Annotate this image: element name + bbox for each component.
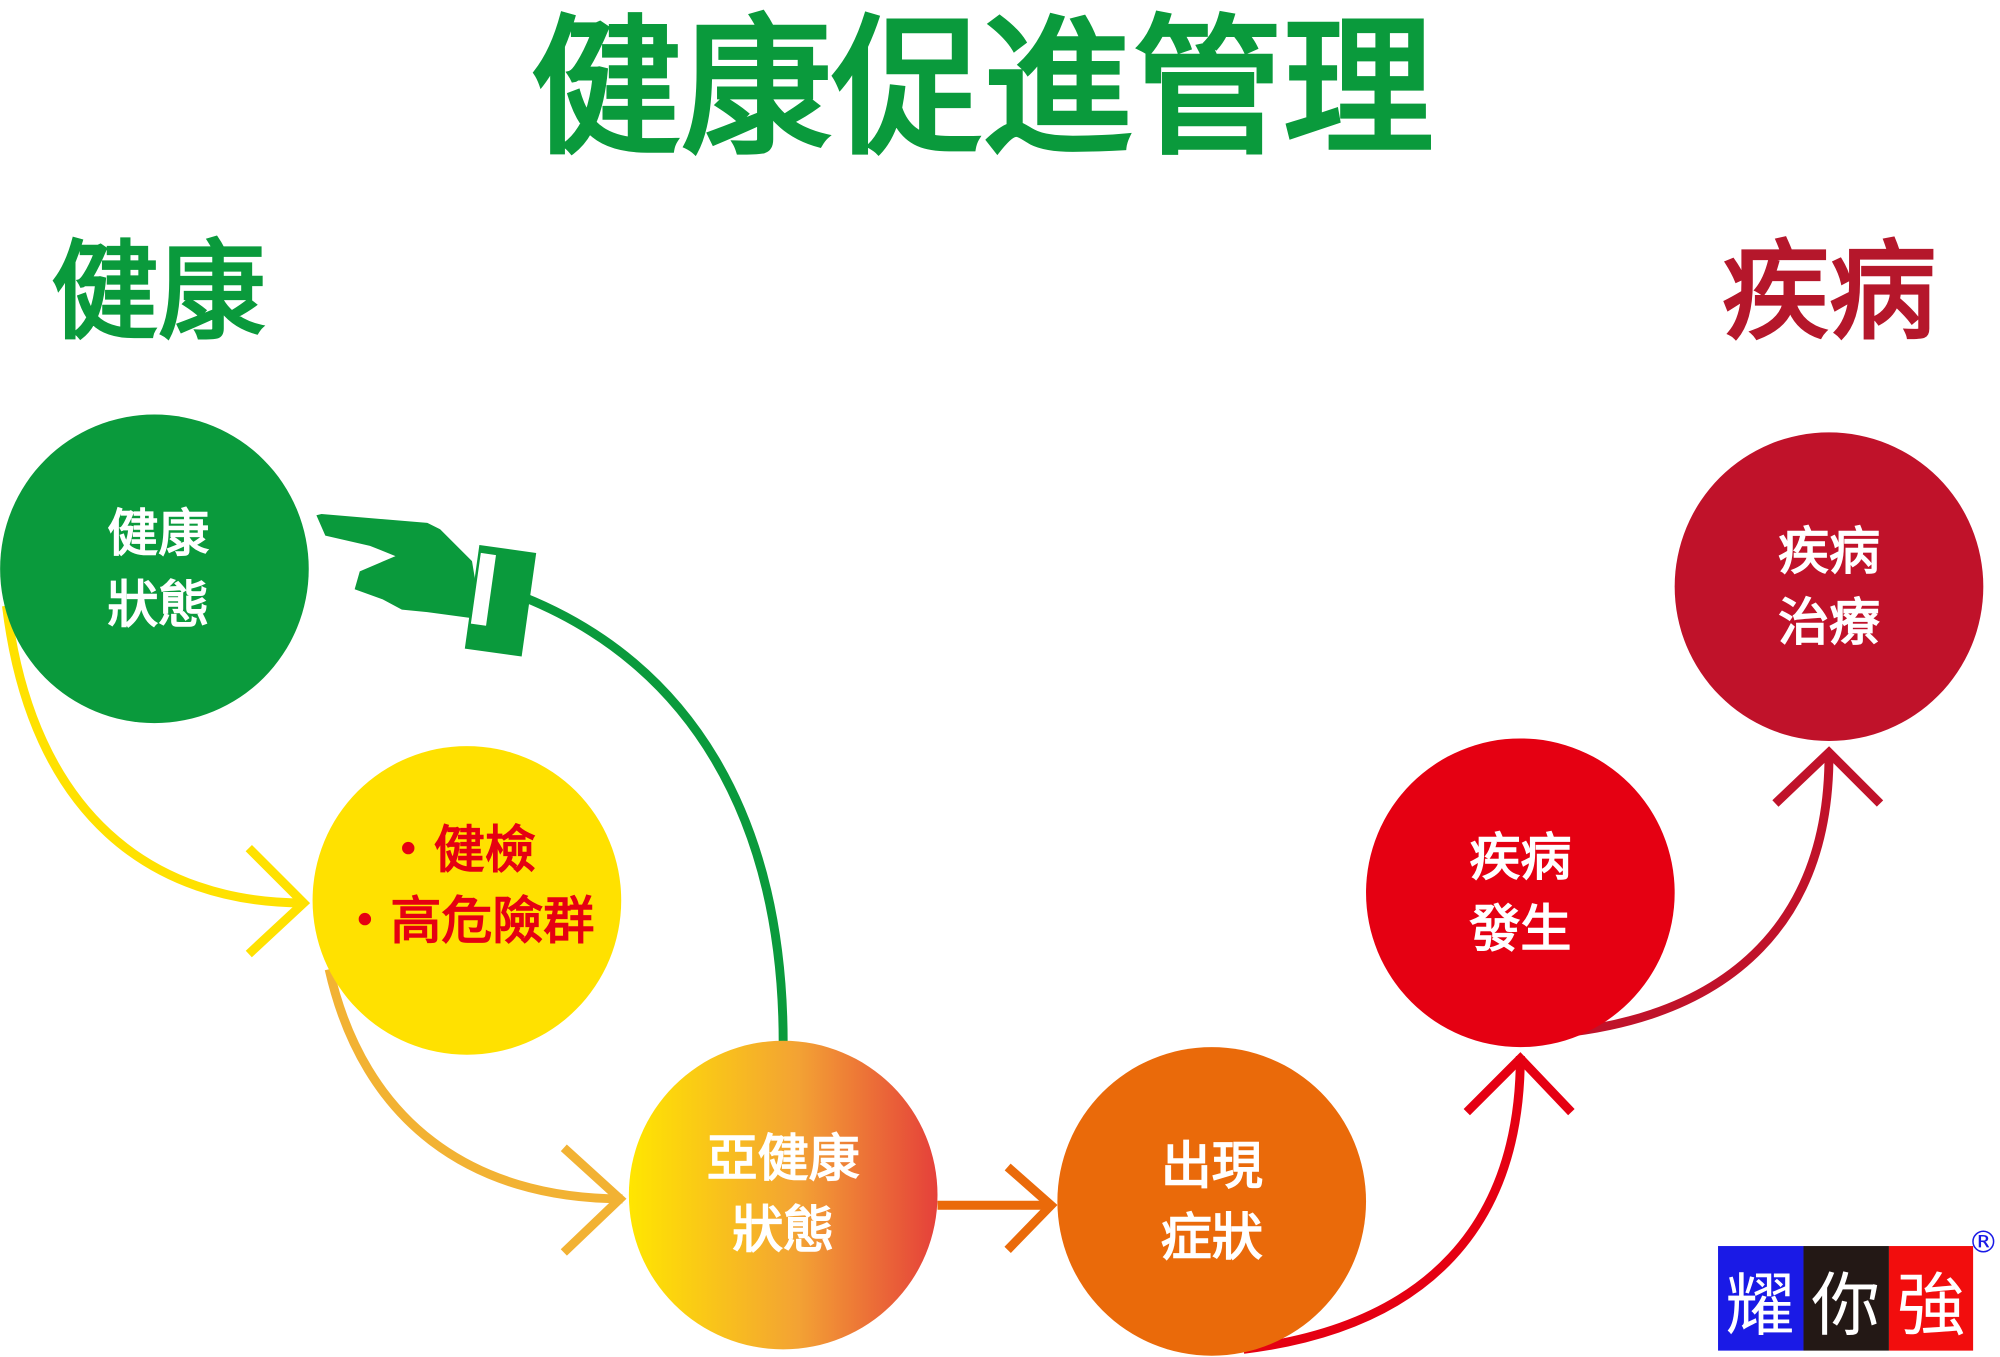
arrowhead-treatment xyxy=(1772,746,1884,807)
stage-checkup: ・健檢 ・高危險群 xyxy=(312,746,622,1055)
svg-text:疾病: 疾病 xyxy=(1469,829,1571,888)
arrowhead-onset xyxy=(1463,1052,1575,1116)
svg-text:狀態: 狀態 xyxy=(732,1201,834,1260)
svg-text:亞健康: 亞健康 xyxy=(707,1130,860,1189)
arrow-health-to-checkup xyxy=(2,605,304,908)
svg-text:耀: 耀 xyxy=(1726,1266,1795,1346)
svg-text:健康: 健康 xyxy=(107,505,209,564)
page-title: 健康促進管理 xyxy=(531,1,1434,176)
svg-text:出現: 出現 xyxy=(1161,1138,1263,1197)
arrowhead-checkup xyxy=(245,844,311,958)
arrow-subhealth-back-to-health xyxy=(521,592,788,1044)
svg-text:症狀: 症狀 xyxy=(1161,1209,1263,1268)
arrow-onset-to-treatment xyxy=(1561,755,1834,1038)
arrowhead-subhealth xyxy=(560,1144,627,1256)
health-label: 健康 xyxy=(51,231,266,355)
arrowhead-symptoms xyxy=(1004,1163,1058,1253)
svg-text:疾病: 疾病 xyxy=(1778,523,1880,582)
stage-healthy: 健康 狀態 xyxy=(0,414,309,724)
svg-text:・健檢: ・健檢 xyxy=(383,821,536,880)
stage-disease-treatment: 疾病 治療 xyxy=(1674,432,1984,741)
brand-logo: 耀 你 強 ® xyxy=(1718,1225,1999,1351)
svg-text:強: 強 xyxy=(1897,1266,1966,1346)
pointing-hand-icon xyxy=(316,513,537,657)
svg-text:狀態: 狀態 xyxy=(107,576,209,635)
stage-disease-onset: 疾病 發生 xyxy=(1366,738,1675,1048)
svg-text:・高危險群: ・高危險群 xyxy=(339,893,594,952)
arrow-symptoms-to-onset xyxy=(1243,1056,1525,1354)
svg-text:發生: 發生 xyxy=(1468,900,1571,959)
stage-symptoms: 出現 症狀 xyxy=(1057,1047,1367,1356)
disease-label: 疾病 xyxy=(1722,231,1936,355)
svg-text:®: ® xyxy=(1968,1225,1999,1260)
svg-text:治療: 治療 xyxy=(1778,594,1880,653)
stage-subhealth: 亞健康 狀態 xyxy=(628,1040,938,1350)
arrow-checkup-to-subhealth xyxy=(324,968,623,1204)
flow-arrows xyxy=(2,592,1884,1354)
svg-text:你: 你 xyxy=(1811,1266,1880,1346)
